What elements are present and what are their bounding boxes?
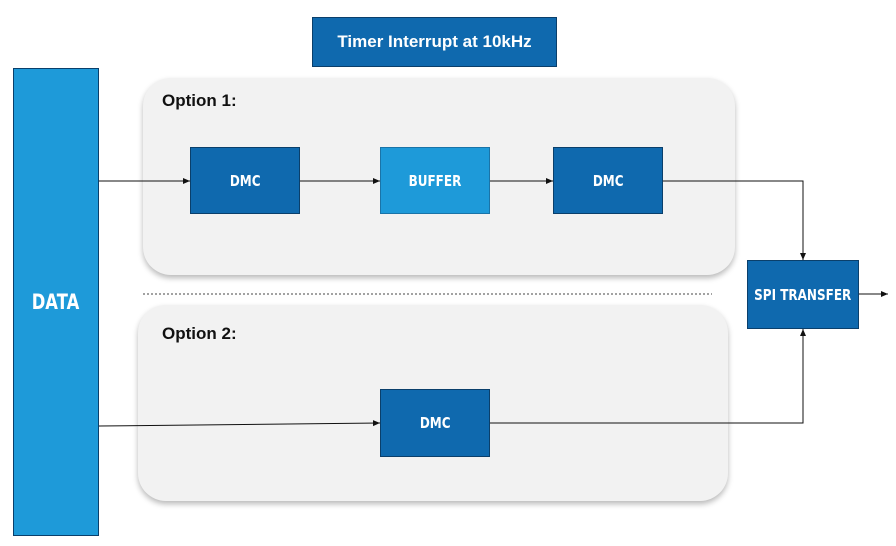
timer-interrupt-label: Timer Interrupt at 10kHz <box>337 32 532 51</box>
wire-dmc-2-to-spi <box>663 180 806 260</box>
dmc-block-3: DMC <box>380 389 490 457</box>
dmc-block-2-label: DMC <box>592 171 624 190</box>
wire-data-to-dmc-3 <box>98 420 381 427</box>
data-source-block: DATA <box>13 68 99 536</box>
option-1-title: Option 1: <box>162 91 237 110</box>
spi-transfer-label: SPI TRANSFER <box>754 285 852 304</box>
dmc-block-3-label: DMC <box>419 414 451 432</box>
spi-transfer-block: SPI TRANSFER <box>747 260 859 329</box>
timer-interrupt-header: Timer Interrupt at 10kHz <box>312 17 557 67</box>
dmc-block-2: DMC <box>553 147 663 214</box>
dmc-block-1: DMC <box>190 147 300 214</box>
buffer-block-label: BUFFER <box>408 171 462 190</box>
buffer-block: BUFFER <box>380 147 490 214</box>
wire-dmc-3-to-spi <box>490 329 806 424</box>
dmc-block-1-label: DMC <box>229 171 261 190</box>
option-2-title: Option 2: <box>162 324 237 343</box>
data-source-label: DATA <box>32 290 80 314</box>
